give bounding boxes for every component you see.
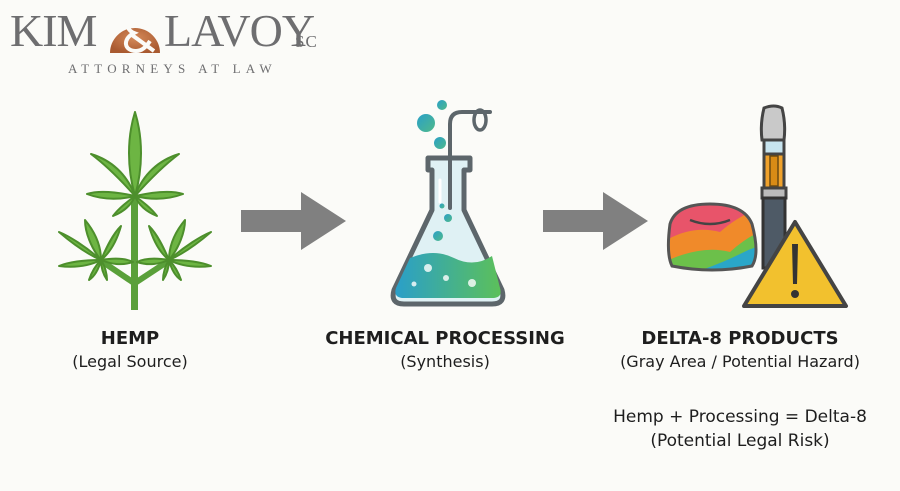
- step-title: DELTA-8 PRODUCTS: [641, 328, 839, 349]
- equation-caption: (Potential Legal Risk): [650, 431, 830, 451]
- step-subtitle: (Legal Source): [72, 352, 188, 371]
- step-label-delta8: DELTA-8 PRODUCTS (Gray Area / Potential …: [590, 327, 890, 373]
- step-label-processing: CHEMICAL PROCESSING (Synthesis): [300, 327, 590, 373]
- delta8-products-icon: [666, 104, 848, 308]
- step-title: HEMP: [100, 328, 160, 349]
- company-logo: KIM LAVOY SC ATTORNEYS AT LAW: [8, 5, 338, 77]
- step-subtitle: (Synthesis): [400, 352, 490, 371]
- step-label-hemp: HEMP (Legal Source): [30, 327, 230, 373]
- equation-note: Hemp + Processing = Delta-8 (Potential L…: [580, 405, 900, 453]
- logo-word-kim: KIM: [10, 5, 97, 56]
- step-title: CHEMICAL PROCESSING: [325, 328, 565, 349]
- step-subtitle: (Gray Area / Potential Hazard): [620, 352, 860, 371]
- logo-word-lavoy: LAVOY: [164, 5, 315, 56]
- logo-suffix: SC: [295, 32, 318, 51]
- logo-tagline: ATTORNEYS AT LAW: [68, 61, 277, 76]
- equation-line: Hemp + Processing = Delta-8: [613, 407, 867, 427]
- arrow-right-icon: [543, 192, 648, 250]
- gummy-icon: [668, 204, 756, 270]
- warning-icon: [742, 220, 848, 308]
- flask-icon: [390, 100, 506, 307]
- ampersand-logo-icon: [110, 15, 160, 53]
- arrow-right-icon: [241, 192, 346, 250]
- hemp-leaf-icon: [58, 111, 212, 310]
